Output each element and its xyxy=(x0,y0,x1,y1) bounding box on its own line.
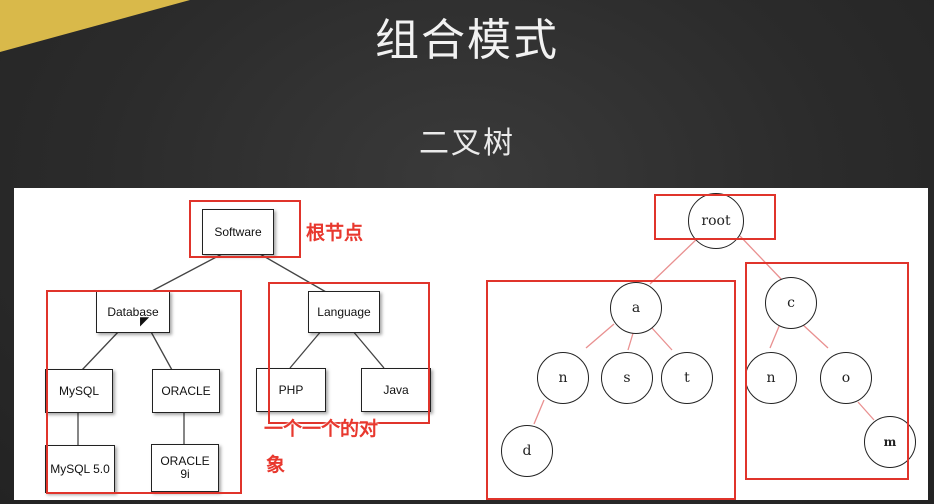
slide-title: 组合模式 xyxy=(375,15,559,66)
edge-n-d xyxy=(533,399,545,425)
edge-language-java xyxy=(351,329,385,369)
cursor-icon: ◤ xyxy=(140,314,150,328)
node-java: Java xyxy=(361,368,431,412)
edge-a-n xyxy=(585,323,615,349)
edges-layer xyxy=(77,235,875,446)
node-d: d xyxy=(501,425,553,477)
node-mysql: MySQL xyxy=(45,369,113,413)
edge-software-language xyxy=(259,253,327,293)
edge-c-o xyxy=(801,323,829,349)
node-mysql-5-0: MySQL 5.0 xyxy=(45,445,115,493)
annotation-leaf-line2: 象 xyxy=(266,454,286,476)
edge-root-c xyxy=(739,235,783,281)
node-language: Language xyxy=(308,291,380,333)
edge-c-n xyxy=(769,323,781,349)
highlight-a-subtree xyxy=(486,280,736,500)
node-c: c xyxy=(765,277,817,329)
edge-language-php xyxy=(289,329,323,369)
slide-subtitle: 二叉树 xyxy=(419,126,515,161)
node-oracle-9i-line1: ORACLE xyxy=(160,454,210,468)
annotation-leaf-line1: 一个一个的对 xyxy=(264,418,379,440)
node-n-left: n xyxy=(537,352,589,404)
node-s: s xyxy=(601,352,653,404)
node-oracle-9i-line2: 9i xyxy=(180,467,190,481)
node-software: Software xyxy=(202,209,274,255)
highlight-database-subtree xyxy=(46,290,242,494)
diagram-panel: Software Database ◤ Language MySQL ORACL… xyxy=(14,188,928,500)
edge-root-a xyxy=(649,235,701,285)
node-oracle-9i: ORACLE 9i xyxy=(151,444,219,492)
annotation-root-node: 根节点 xyxy=(306,222,364,244)
highlight-c-subtree xyxy=(745,262,909,480)
corner-accent xyxy=(0,0,190,52)
node-o: o xyxy=(820,352,872,404)
highlight-root xyxy=(189,200,301,258)
highlight-root-circle xyxy=(654,194,776,240)
node-oracle: ORACLE xyxy=(152,369,220,413)
highlight-language-subtree xyxy=(268,282,430,424)
node-t: t xyxy=(661,352,713,404)
edge-software-database xyxy=(149,253,223,293)
node-n-right: n xyxy=(745,352,797,404)
node-php: PHP xyxy=(256,368,326,412)
node-a: a xyxy=(610,282,662,334)
node-database: Database xyxy=(96,291,170,333)
edge-database-oracle xyxy=(149,329,173,371)
edge-a-t xyxy=(651,327,673,351)
edge-database-mysql xyxy=(81,329,121,371)
edge-o-m xyxy=(857,401,875,421)
